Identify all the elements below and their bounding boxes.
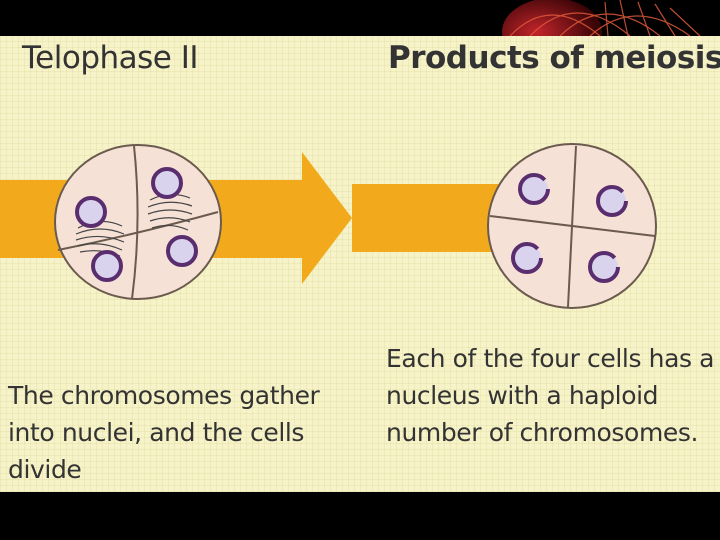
nucleus (166, 235, 198, 267)
cleavage-line-horizontal (489, 215, 656, 237)
product-cells (487, 143, 657, 309)
nucleus (151, 167, 183, 199)
products-caption: Each of the four cells has a nucleus wit… (386, 344, 715, 447)
nucleus (75, 196, 107, 228)
cleavage-line-vertical (131, 145, 139, 300)
telophase-title: Telophase II (22, 40, 199, 76)
nucleus (511, 242, 543, 274)
nucleus (588, 251, 620, 283)
telophase-caption: The chromosomes gather into nuclei, and … (8, 381, 320, 484)
corner-decoration (502, 0, 701, 36)
spindle-fibers-right (147, 193, 193, 231)
nucleus (518, 173, 550, 205)
telophase-cell (54, 144, 222, 300)
nucleus (91, 250, 123, 282)
products-title: Products of meiosis (388, 40, 720, 76)
nucleus (596, 185, 628, 217)
cleavage-line-horizontal (57, 211, 219, 251)
